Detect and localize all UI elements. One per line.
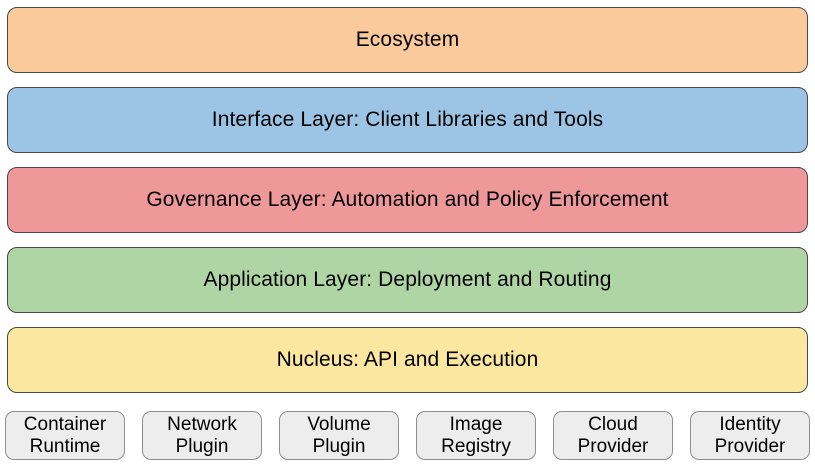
layer-nucleus: Nucleus: API and Execution bbox=[7, 327, 808, 393]
layer-interface: Interface Layer: Client Libraries and To… bbox=[7, 87, 808, 153]
layer-stack: Ecosystem Interface Layer: Client Librar… bbox=[7, 7, 808, 393]
plugin-box-network-plugin: Network Plugin bbox=[142, 411, 262, 460]
layer-application: Application Layer: Deployment and Routin… bbox=[7, 247, 808, 313]
plugin-label: Volume Plugin bbox=[307, 413, 371, 457]
plugin-label: Cloud Provider bbox=[577, 413, 649, 457]
plugin-label: Container Runtime bbox=[23, 413, 107, 457]
plugin-label: Identity Provider bbox=[714, 413, 786, 457]
layer-governance: Governance Layer: Automation and Policy … bbox=[7, 167, 808, 233]
plugin-box-identity-provider: Identity Provider bbox=[690, 411, 810, 460]
plugin-box-image-registry: Image Registry bbox=[416, 411, 536, 460]
layer-ecosystem: Ecosystem bbox=[7, 7, 808, 73]
plugin-box-cloud-provider: Cloud Provider bbox=[553, 411, 673, 460]
plugin-label: Network Plugin bbox=[167, 413, 237, 457]
plugin-box-volume-plugin: Volume Plugin bbox=[279, 411, 399, 460]
plugin-label: Image Registry bbox=[441, 413, 511, 457]
plugin-row: Container Runtime Network Plugin Volume … bbox=[5, 411, 810, 460]
plugin-box-container-runtime: Container Runtime bbox=[5, 411, 125, 460]
